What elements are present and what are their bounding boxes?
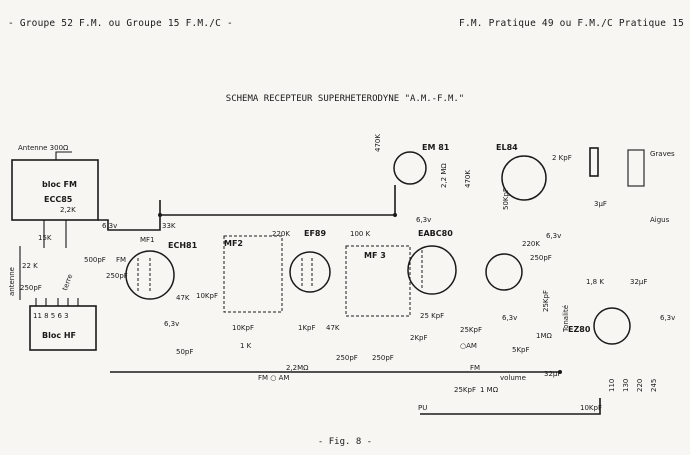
speaker bbox=[627, 149, 645, 187]
label-10kpf-c: 10KpF bbox=[580, 404, 602, 412]
bloc-fm-tube-label: ECC85 bbox=[44, 195, 73, 204]
ef89-label: EF89 bbox=[304, 229, 326, 238]
label-245v: 245 bbox=[650, 379, 658, 392]
mf3-label: MF 3 bbox=[364, 251, 386, 260]
label-1m: 1 MΩ bbox=[480, 386, 499, 394]
el84-tube bbox=[501, 155, 547, 201]
ef89-tube bbox=[289, 251, 331, 293]
ech81-tube bbox=[125, 250, 175, 300]
label-32uf-b: 32μF bbox=[544, 370, 561, 378]
label-250pf-b: 250pF bbox=[106, 272, 128, 280]
bloc-hf-label: Bloc HF bbox=[42, 331, 76, 340]
label-50kpf: 50KpF bbox=[502, 188, 510, 210]
label-am: ○AM bbox=[460, 342, 477, 350]
eabc80-label: EABC80 bbox=[418, 229, 453, 238]
header-left: - Groupe 52 F.M. ou Groupe 15 F.M./C - bbox=[8, 18, 233, 29]
label-32uf-a: 32μF bbox=[630, 278, 647, 286]
label-100k-b: 25 KpF bbox=[420, 312, 444, 320]
eabc80-tube bbox=[407, 245, 457, 295]
ech81-label: ECH81 bbox=[168, 241, 198, 250]
mf2-can bbox=[223, 235, 283, 313]
aigus-label: Aigus bbox=[650, 216, 670, 224]
label-500pf: 500pF bbox=[84, 256, 106, 264]
label-10kpf-b: 10KpF bbox=[232, 324, 254, 332]
ez80-label: EZ80 bbox=[568, 325, 591, 334]
bloc-hf-box bbox=[29, 305, 97, 351]
label-220v: 220 bbox=[636, 379, 644, 392]
label-15k: 15K bbox=[38, 234, 52, 242]
graves-label: Graves bbox=[650, 150, 675, 158]
label-6-3v-e: 6,3v bbox=[502, 314, 517, 322]
junction-dot bbox=[393, 213, 397, 217]
label-250pf-c: 250pF bbox=[336, 354, 358, 362]
el84-label: EL84 bbox=[496, 143, 518, 152]
label-250pf-a: 250pF bbox=[20, 284, 42, 292]
label-100k: 100 K bbox=[350, 230, 371, 238]
label-33k: 33K bbox=[162, 222, 176, 230]
label-6-3v-c: 6,3v bbox=[416, 216, 431, 224]
fm-am-switch: FM ○ AM bbox=[258, 374, 289, 382]
label-6-3v-f: 6,3v bbox=[660, 314, 675, 322]
label-470k-a: 470K bbox=[374, 134, 382, 152]
label-25kpf: 25KpF bbox=[460, 326, 482, 334]
label-2-2m: 2,2MΩ bbox=[286, 364, 309, 372]
ez80-tube bbox=[593, 307, 631, 345]
terre-label: terre bbox=[61, 273, 74, 292]
label-25kpf-c: 25KpF bbox=[454, 386, 476, 394]
label-1m-b: 1MΩ bbox=[536, 332, 552, 340]
output-transformer bbox=[589, 147, 599, 177]
em81-tube bbox=[393, 151, 427, 185]
label-1-8k: 1,8 K bbox=[586, 278, 604, 286]
label-fm-2: FM bbox=[470, 364, 480, 372]
label-47k: 47K bbox=[176, 294, 190, 302]
tonalite-label: Tonalité bbox=[562, 305, 570, 333]
label-fm-1: FM bbox=[116, 256, 126, 264]
label-3uf: 3μF bbox=[594, 200, 607, 208]
label-2-2k: 2,2K bbox=[60, 206, 76, 214]
label-110v: 110 bbox=[608, 379, 616, 392]
figure-caption: - Fig. 8 - bbox=[317, 437, 373, 447]
label-5kpf: 5KpF bbox=[512, 346, 530, 354]
bloc-fm-label: bloc FM bbox=[42, 180, 77, 189]
pu-wire bbox=[420, 398, 601, 415]
em81-label: EM 81 bbox=[422, 143, 450, 152]
label-6-3v-a: 6,3v bbox=[102, 222, 117, 230]
label-220k-b: 220K bbox=[522, 240, 540, 248]
junction-dot bbox=[558, 370, 562, 374]
antenne-label: antenne bbox=[8, 267, 16, 296]
label-1k: 1 K bbox=[240, 342, 252, 350]
antenna-300-label: Antenne 300Ω bbox=[18, 144, 69, 152]
label-250pf-d: 250pF bbox=[372, 354, 394, 362]
mf3-can bbox=[345, 245, 411, 317]
label-2-2m-b: 2,2 MΩ bbox=[440, 163, 448, 188]
label-250pf-e: 250pF bbox=[530, 254, 552, 262]
label-1kpf-b: 2KpF bbox=[410, 334, 428, 342]
bloc-fm-box bbox=[11, 159, 99, 221]
label-22k: 22 K bbox=[22, 262, 38, 270]
ht-rail bbox=[98, 185, 396, 231]
label-1kpf: 1KpF bbox=[298, 324, 316, 332]
header-right: F.M. Pratique 49 ou F.M./C Pratique 15 bbox=[459, 18, 684, 29]
volume-label: volume bbox=[500, 374, 526, 382]
label-10kpf: 10KpF bbox=[196, 292, 218, 300]
mf1-label: MF1 bbox=[140, 236, 155, 244]
antenna-lead bbox=[55, 151, 72, 160]
triode-tube bbox=[485, 253, 523, 291]
bloc-hf-pins: 11 8 5 6 3 bbox=[33, 312, 69, 320]
pu-label: PU bbox=[418, 404, 427, 412]
label-50pf: 50pF bbox=[176, 348, 193, 356]
mf2-label: MF2 bbox=[224, 239, 243, 248]
label-6-3v-b: 6,3v bbox=[164, 320, 179, 328]
label-47k-b: 47K bbox=[326, 324, 340, 332]
junction-dot bbox=[158, 213, 162, 217]
label-470k-b: 470K bbox=[464, 170, 472, 188]
label-220k-a: 220K bbox=[272, 230, 290, 238]
label-2kpf: 2 KpF bbox=[552, 154, 572, 162]
label-130v: 130 bbox=[622, 379, 630, 392]
diagram-title: SCHEMA RECEPTEUR SUPERHETERODYNE "A.M.-F… bbox=[225, 94, 465, 104]
label-6-3v-d: 6,3v bbox=[546, 232, 561, 240]
label-25kpf-b: 25KpF bbox=[542, 290, 550, 312]
